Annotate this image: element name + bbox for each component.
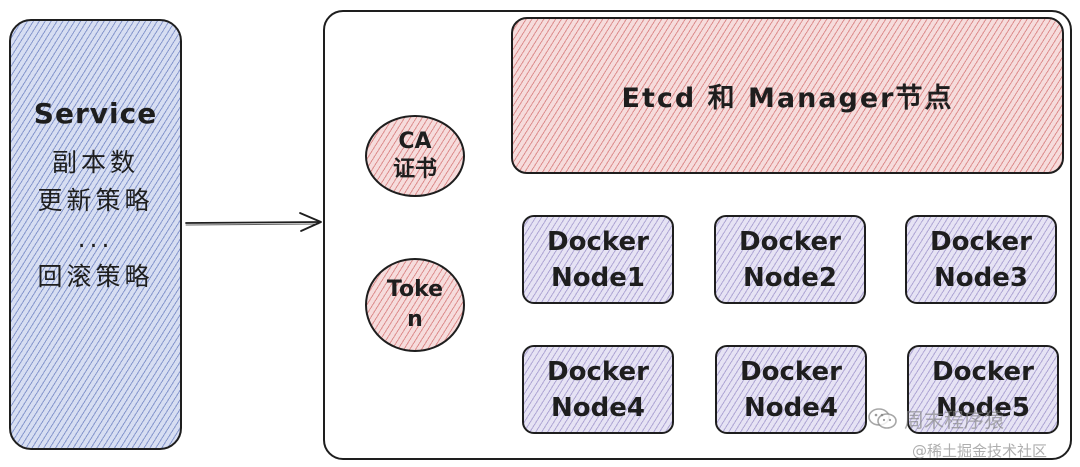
docker-node-name: Node4 bbox=[551, 392, 645, 423]
service-line-replicas: 副本数 bbox=[51, 148, 139, 177]
service-title: Service bbox=[33, 97, 158, 130]
docker-node-1: Docker Node1 bbox=[522, 215, 674, 304]
ca-certificate-circle: CA 证书 bbox=[365, 115, 465, 197]
docker-node-5: Docker Node4 bbox=[715, 345, 867, 434]
service-line-ellipsis: ... bbox=[77, 224, 114, 253]
docker-node-label: Docker bbox=[930, 226, 1032, 257]
service-line-update-policy: 更新策略 bbox=[37, 186, 154, 215]
token-circle: Toke n bbox=[365, 258, 465, 352]
docker-node-6: Docker Node5 bbox=[907, 345, 1059, 434]
watermark-author: 周末程序猿 bbox=[904, 408, 1004, 432]
docker-node-name: Node2 bbox=[743, 262, 837, 293]
docker-node-name: Node1 bbox=[551, 262, 645, 293]
docker-node-label: Docker bbox=[740, 356, 842, 387]
ca-label-line2: 证书 bbox=[392, 157, 437, 182]
docker-node-name: Node3 bbox=[934, 262, 1028, 293]
docker-node-4: Docker Node4 bbox=[522, 345, 674, 434]
token-label-line1: Toke bbox=[386, 277, 444, 302]
token-label-line2: n bbox=[407, 307, 423, 332]
manager-label: Etcd 和 Manager节点 bbox=[621, 83, 954, 114]
service-panel: Service 副本数 更新策略 ... 回滚策略 bbox=[9, 19, 182, 450]
docker-node-name: Node5 bbox=[936, 392, 1030, 423]
docker-node-label: Docker bbox=[932, 356, 1034, 387]
docker-node-3: Docker Node3 bbox=[905, 215, 1057, 304]
docker-node-name: Node4 bbox=[744, 392, 838, 423]
watermark: 周末程序猿 @稀土掘金技术社区 bbox=[868, 404, 1074, 464]
docker-node-label: Docker bbox=[547, 226, 649, 257]
ca-label-line1: CA bbox=[398, 129, 432, 154]
arrow-service-to-cluster bbox=[185, 212, 322, 232]
docker-node-label: Docker bbox=[547, 356, 649, 387]
watermark-site: @稀土掘金技术社区 bbox=[912, 442, 1048, 460]
docker-node-2: Docker Node2 bbox=[714, 215, 866, 304]
wechat-icon bbox=[868, 407, 897, 429]
service-line-rollback-policy: 回滚策略 bbox=[37, 262, 154, 291]
docker-node-label: Docker bbox=[739, 226, 841, 257]
manager-node-box: Etcd 和 Manager节点 bbox=[511, 17, 1064, 174]
